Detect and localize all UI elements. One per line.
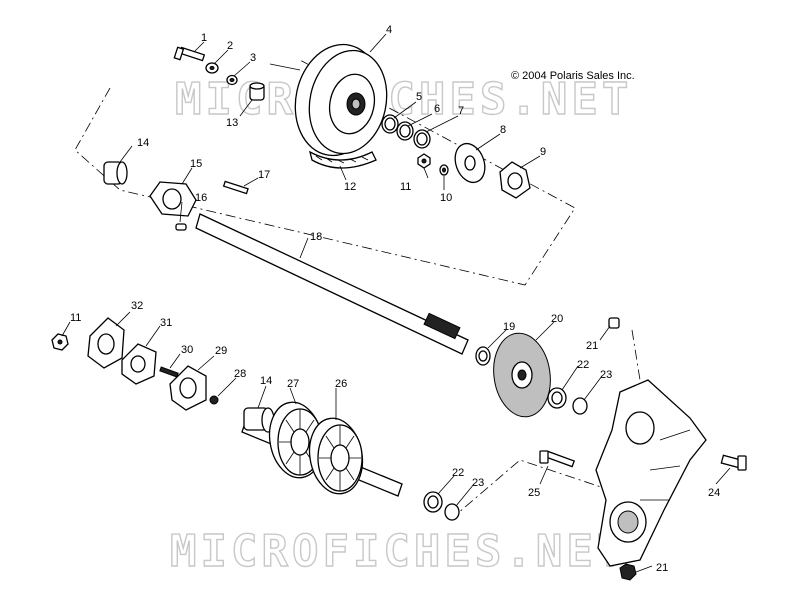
- nut-part-21-bottom: [619, 563, 637, 581]
- sprocket-part-4: [269, 43, 388, 157]
- callout-15: 15: [190, 158, 202, 170]
- chain-part-12: [309, 150, 377, 169]
- callout-10: 10: [440, 192, 452, 204]
- callout-labels: 1 2 3 4 5 6 7 8 9 10 11 12 13 14 15 16 1…: [70, 24, 720, 574]
- callout-17: 17: [258, 169, 270, 181]
- callout-29: 29: [215, 345, 227, 357]
- callout-14-upper: 14: [137, 137, 149, 149]
- housing-part-32: [87, 317, 125, 369]
- callout-32: 32: [131, 300, 143, 312]
- bearing-part-14-upper: [103, 161, 128, 185]
- callout-4: 4: [386, 24, 392, 36]
- callout-28: 28: [234, 368, 246, 380]
- callout-2: 2: [227, 40, 233, 52]
- callout-13: 13: [226, 117, 238, 129]
- washer-part-2: [205, 62, 219, 74]
- seal-part-23-upper: [572, 397, 588, 415]
- chaincase: [595, 379, 707, 567]
- callout-3: 3: [250, 52, 256, 64]
- seal-part-19: [475, 346, 491, 366]
- callout-24: 24: [708, 487, 720, 499]
- callout-16: 16: [195, 192, 207, 204]
- callout-27: 27: [287, 378, 299, 390]
- callout-21-top: 21: [586, 340, 598, 352]
- seal-part-23-lower: [444, 503, 460, 521]
- bolt-part-25: [539, 450, 576, 468]
- bearing-part-22-upper: [547, 387, 567, 409]
- bolt-part-24: [720, 454, 747, 471]
- callout-30: 30: [181, 344, 193, 356]
- leader-lines: [61, 33, 731, 573]
- flange-part-9: [499, 161, 531, 199]
- callout-25: 25: [528, 487, 540, 499]
- callout-14-lower: 14: [260, 375, 272, 387]
- bolt-part-1: [173, 46, 206, 62]
- callout-26: 26: [335, 378, 347, 390]
- housing-part-29: [169, 365, 207, 411]
- brake-disc-part-20: [493, 332, 551, 418]
- washer-part-10: [439, 164, 449, 176]
- nut-part-11-upper: [417, 153, 431, 169]
- copyright-text: © 2004 Polaris Sales Inc.: [511, 70, 635, 82]
- nut-part-11-lower: [51, 333, 69, 351]
- o-ring-part-6: [396, 121, 414, 141]
- callout-12: 12: [344, 181, 356, 193]
- callout-8: 8: [500, 124, 506, 136]
- callout-21-bottom: 21: [656, 562, 668, 574]
- pin-part-30: [159, 366, 179, 378]
- callout-20: 20: [551, 313, 563, 325]
- shaft-part-18: [195, 213, 469, 355]
- callout-6: 6: [434, 103, 440, 115]
- callout-23-upper: 23: [600, 369, 612, 381]
- callout-19: 19: [503, 321, 515, 333]
- bearing-part-22-lower: [423, 491, 443, 513]
- watermark-bottom: MICROFICHES.NET: [170, 526, 627, 577]
- sprocket-part-26: [308, 417, 364, 495]
- case-alignment-line: [631, 329, 641, 381]
- callout-31: 31: [160, 317, 172, 329]
- nut-part-21-top: [608, 317, 620, 329]
- nut-part-28: [209, 395, 219, 405]
- housing-part-15: [149, 181, 197, 217]
- callout-11-upper: 11: [400, 181, 411, 193]
- callout-22-upper: 22: [577, 359, 589, 371]
- o-ring-part-7: [413, 129, 431, 149]
- bushing-part-13: [249, 82, 265, 101]
- key-part-17: [222, 180, 249, 195]
- callout-11-lower: 11: [70, 312, 81, 324]
- callout-1: 1: [201, 32, 207, 44]
- lock-washer-part-3: [226, 74, 238, 86]
- plate-part-8: [454, 142, 486, 184]
- bolt-part-16: [175, 223, 187, 231]
- callout-5: 5: [416, 91, 422, 103]
- o-ring-part-5: [381, 114, 399, 134]
- plate-part-31: [121, 343, 157, 385]
- callout-22-lower: 22: [452, 467, 464, 479]
- callout-18: 18: [310, 231, 322, 243]
- callout-23-lower: 23: [472, 477, 484, 489]
- callout-7: 7: [458, 105, 464, 117]
- callout-9: 9: [540, 146, 546, 158]
